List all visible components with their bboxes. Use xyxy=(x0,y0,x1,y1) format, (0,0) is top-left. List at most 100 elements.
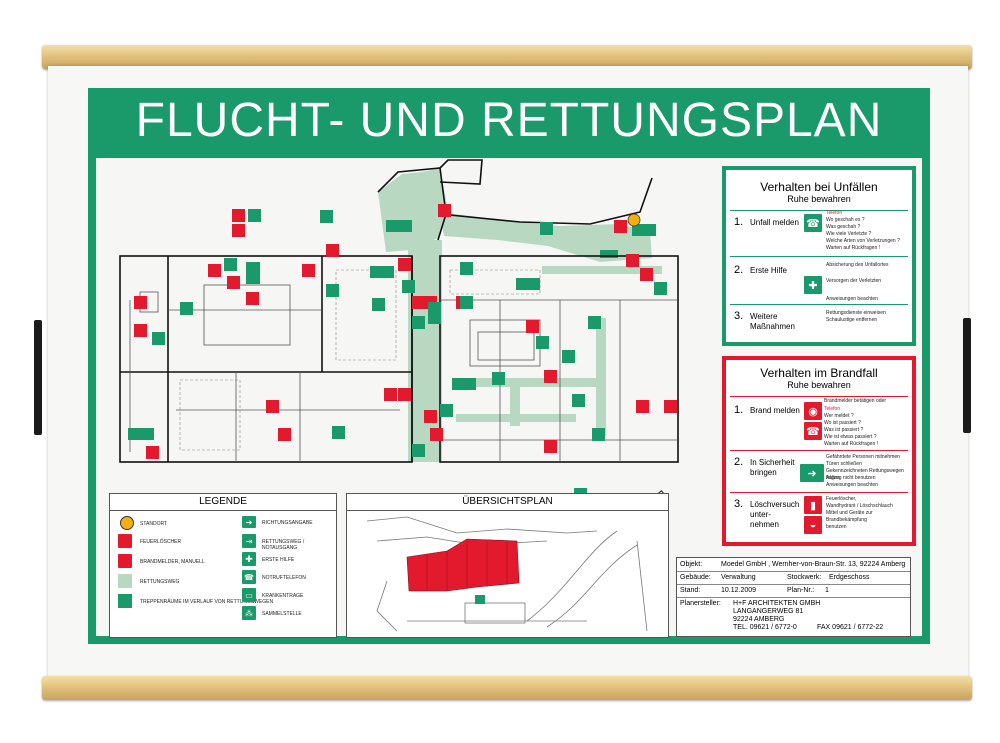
plan-number-value: 1 xyxy=(825,587,829,594)
legend-item: TREPPENRÄUME IM VERLAUF VON RETTUNGSWEGE… xyxy=(140,599,274,605)
legend-item: KRANKENTRAGE xyxy=(262,593,304,599)
planer-label: Planersteller: xyxy=(680,600,721,607)
accident-step-2-detail: Anweisungen beachten xyxy=(826,296,878,302)
objekt-label: Objekt: xyxy=(680,561,703,568)
fire-hose-icon: ◒ xyxy=(804,516,822,534)
site-plan-drawing xyxy=(366,516,648,632)
legend-item: RETTUNGSWEG xyxy=(140,579,180,585)
gebaeude-label: Gebäude: xyxy=(680,574,711,581)
location-marker-icon xyxy=(120,516,134,530)
accident-box-title: Verhalten bei Unfällen xyxy=(760,180,878,194)
fire-step-1-label: Brand melden xyxy=(750,406,800,415)
stand-value: 10.12.2009 xyxy=(721,587,757,594)
fire-alarm-icon: ◉ xyxy=(804,402,822,420)
fire-extinguisher-icon: ▮ xyxy=(804,496,822,514)
gebaeude-value: Verwaltung xyxy=(721,574,756,581)
fire-step-1-number: 1. xyxy=(734,404,744,416)
accident-step-3-detail: Rettungsdienste einweisen xyxy=(826,310,886,316)
stretcher-icon: ▭ xyxy=(242,588,256,602)
accident-step-3-detail: Schaulustige entfernen xyxy=(826,317,878,323)
fire-step-2-detail: Aufzug nicht benutzen xyxy=(826,475,876,481)
fax-number: FAX 09621 / 6772-22 xyxy=(817,624,884,631)
stockwerk-value: Erdgeschoss xyxy=(829,574,870,581)
planer-line: H+F ARCHITEKTEN GMBH xyxy=(733,600,821,607)
poster-title: FLUCHT- UND RETTUNGSPLAN xyxy=(135,94,883,147)
accident-step-3-label: Weitere Maßnahmen xyxy=(750,312,795,331)
title-block: Objekt: Moedel GmbH , Wernher-von-Braun-… xyxy=(676,557,911,637)
fire-step-2-label: In Sicherheit bringen xyxy=(750,458,795,477)
fire-step-1-detail: Brandmelder betätigen oder xyxy=(824,398,886,404)
stand-label: Stand: xyxy=(680,587,701,594)
escape-route-swatch xyxy=(118,574,132,588)
fire-step-3-detail: Brandbekämpfung xyxy=(826,517,867,523)
legend-item: FEUERLÖSCHER xyxy=(140,539,182,545)
legend: LEGENDE STANDORT FEUERLÖSCHER BRANDMELDE… xyxy=(109,493,337,638)
legend-item: RICHTUNGSANGABE xyxy=(262,520,313,526)
accident-step-1-detail: Wo geschah es ? xyxy=(826,217,865,223)
fire-step-3-detail: Feuerlöscher, xyxy=(826,496,857,502)
fire-step-2-number: 2. xyxy=(734,456,744,468)
first-aid-icon: ✚ xyxy=(242,552,256,566)
legend-item: ERSTE HILFE xyxy=(262,557,295,563)
fire-step-3-detail: Mittel und Geräte zur xyxy=(826,510,873,516)
objekt-value: Moedel GmbH , Wernher-von-Braun-Str. 13,… xyxy=(721,561,906,568)
direction-arrow-icon: ➜ xyxy=(242,516,256,528)
fire-step-1-detail: Wer meldet ? xyxy=(824,413,854,419)
legend-item: SAMMELSTELLE xyxy=(262,611,302,617)
plan-number-label: Plan-Nr.: xyxy=(787,587,815,594)
left-wall-clip xyxy=(34,320,42,435)
fire-step-2-detail: Türen schließen xyxy=(826,461,862,467)
escape-route-icon: ➜ xyxy=(800,464,824,482)
fire-step-1-detail: Was ist passiert ? xyxy=(824,427,864,433)
overview-title: ÜBERSICHTSPLAN xyxy=(347,494,668,511)
fire-step-1-detail: Telefon xyxy=(824,406,841,412)
phone-icon: ☎ xyxy=(804,422,822,440)
fire-step-2-detail: Gefährdete Personen mitnehmen xyxy=(826,454,900,460)
fire-step-1-detail: Warten auf Rückfragen ! xyxy=(824,441,879,447)
accident-step-2-detail: Versorgen der Verletzten xyxy=(826,278,882,284)
emergency-phone-icon: ☎ xyxy=(242,570,256,584)
fire-step-3-label: Löschversuch unter-nehmen xyxy=(750,500,800,529)
accident-step-1-number: 1. xyxy=(734,216,744,228)
bottom-wooden-rod xyxy=(42,676,972,700)
fire-step-2-detail: Gekennzeichneten Rettungswegen folgen xyxy=(826,468,904,481)
first-aid-icon: ✚ xyxy=(804,276,822,294)
accident-step-2-detail: Absicherung des Unfallortes xyxy=(826,262,889,268)
fire-box: Verhalten im Brandfall Ruhe bewahren 1. … xyxy=(722,356,916,546)
accident-step-1-detail: Wie viele Verletzte ? xyxy=(826,231,872,237)
planer-line: 92224 AMBERG xyxy=(733,616,785,623)
accident-step-1-detail: Was geschah ? xyxy=(826,224,861,230)
accident-step-1-label: Unfall melden xyxy=(750,218,799,227)
accident-step-2-label: Erste Hilfe xyxy=(750,266,787,275)
telephone-number: TEL. 09621 / 6772-0 xyxy=(733,624,797,631)
top-wooden-rod xyxy=(42,45,972,69)
fire-alarm-icon xyxy=(118,554,132,568)
accident-step-2-number: 2. xyxy=(734,264,744,276)
phone-icon: ☎ xyxy=(804,214,822,232)
legend-item: NOTRUFTELEFON xyxy=(262,575,306,581)
fire-step-2-detail: Anweisungen beachten xyxy=(826,482,878,488)
accident-step-1-detail: Telefon xyxy=(826,210,843,216)
assembly-point-icon: ⁂ xyxy=(242,606,256,620)
fire-step-3-detail: benutzen xyxy=(826,524,847,530)
fire-step-1-detail: Wo ist passiert ? xyxy=(824,420,861,426)
accident-step-1-detail: Welche Arten von Verletzungen ? xyxy=(826,238,900,244)
legend-item: RETTUNGSWEG / NOTAUSGANG xyxy=(262,539,305,551)
overview-plan: ÜBERSICHTSPLAN xyxy=(346,493,669,638)
accident-step-1-detail: Warten auf Rückfragen ! xyxy=(826,245,881,251)
fire-extinguisher-icon xyxy=(118,534,132,548)
accident-box: Verhalten bei Unfällen Ruhe bewahren 1. … xyxy=(722,166,916,346)
fire-step-3-detail: Wandhydrant / Löschschlauch xyxy=(826,503,893,509)
legend-item: BRANDMELDER, MANUELL xyxy=(140,559,205,565)
fire-step-1-detail: Wie ist etwas passiert ? xyxy=(824,434,877,440)
emergency-exit-icon: ⇥ xyxy=(242,534,256,548)
stockwerk-label: Stockwerk: xyxy=(787,574,822,581)
legend-title: LEGENDE xyxy=(110,494,336,511)
right-wall-clip xyxy=(963,318,971,433)
fire-box-subtitle: Ruhe bewahren xyxy=(787,380,851,390)
fire-step-3-number: 3. xyxy=(734,498,744,510)
planer-line: LANGANGERWEG 81 xyxy=(733,608,804,615)
fire-box-title: Verhalten im Brandfall xyxy=(760,366,878,380)
legend-item: STANDORT xyxy=(140,521,168,527)
stairwell-swatch xyxy=(118,594,132,608)
